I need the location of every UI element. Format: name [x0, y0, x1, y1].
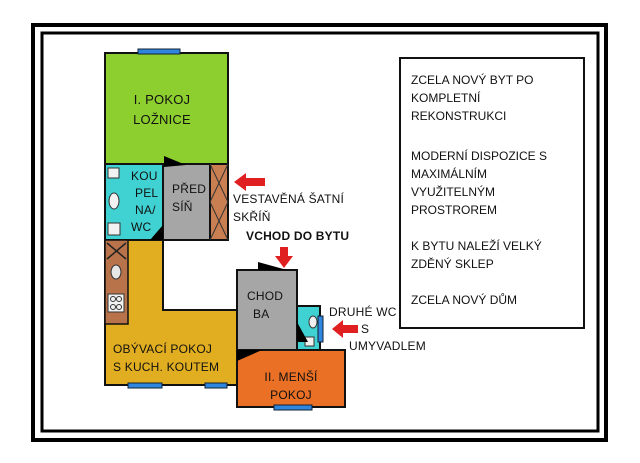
- bath-toilet-icon: [108, 192, 120, 210]
- stove-burner-icon: [116, 296, 122, 302]
- stove-burner-icon: [116, 304, 122, 310]
- info-line: MODERNÍ DISPOZICE S: [411, 149, 548, 163]
- entrance-callout: VCHOD DO BYTU: [246, 229, 350, 243]
- door-swing-icon: [258, 262, 287, 270]
- wardrobe-arrow: [234, 173, 265, 191]
- inner-frame: [40, 31, 600, 433]
- info-line: MAXIMÁLNÍM: [411, 167, 488, 181]
- second-wc-callout: DRUHÉ WC S UMYVADLEM: [329, 305, 426, 353]
- info-line: VYUŽITELNÝM: [411, 185, 496, 199]
- hall-room: [162, 163, 211, 241]
- info-box: ZCELA NOVÝ BYT PO KOMPLETNÍ REKONSTRUKCI…: [399, 57, 585, 329]
- hall-label: PŘED SÍŇ: [172, 182, 207, 214]
- entrance-arrow: [275, 247, 293, 268]
- kitchen-cross-b: [106, 242, 127, 260]
- door-swing-icon: [150, 225, 163, 240]
- info-line: ZCELA NOVÝ BYT PO: [411, 73, 534, 87]
- window: [127, 382, 163, 389]
- wardrobe-callout: VESTAVĚNÁ ŠATNÍ SKŘÍŇ: [233, 192, 345, 224]
- window: [137, 48, 181, 55]
- info-line: ZCELA NOVÝ DŮM: [411, 293, 518, 307]
- stove-burner-icon: [110, 296, 116, 302]
- wc-arrow: [332, 320, 358, 338]
- bath-bidet-icon: [107, 222, 121, 236]
- window: [204, 382, 228, 389]
- info-line: PROSTROREM: [411, 203, 498, 217]
- bedroom-room: [104, 52, 229, 165]
- wardrobe-cross-b: [209, 163, 229, 203]
- stove-icon: [107, 293, 125, 313]
- bathroom-label: KOU PEL NA/ WC: [131, 169, 159, 234]
- door-swing-icon: [237, 350, 262, 361]
- window: [273, 404, 313, 411]
- door-swing-icon: [164, 156, 186, 167]
- living-label: OBÝVACÍ POKOJ S KUCH. KOUTEM: [113, 342, 220, 374]
- info-line: REKONSTRUKCI: [411, 109, 507, 123]
- small-room-label: II. MENŠÍ POKOJ: [264, 370, 318, 402]
- door-swing-icon: [297, 322, 308, 342]
- wc-toilet-icon: [308, 315, 318, 329]
- kitchen-sink-icon: [110, 264, 122, 280]
- info-line: KOMPLETNÍ: [411, 91, 481, 105]
- corridor-label: CHOD BA: [247, 289, 284, 321]
- bath-sink-icon: [107, 167, 120, 179]
- bedroom-label: I. POKOJ LOŽNICE: [133, 92, 191, 127]
- stove-burner-icon: [110, 304, 116, 310]
- info-line: K BYTU NALEŽÍ VELKÝ: [411, 239, 542, 253]
- window: [317, 315, 324, 343]
- info-line: ZDĚNÝ SKLEP: [411, 257, 494, 271]
- wardrobe: [209, 163, 229, 241]
- outer-frame: [31, 23, 608, 442]
- wardrobe-cross-d: [209, 201, 229, 241]
